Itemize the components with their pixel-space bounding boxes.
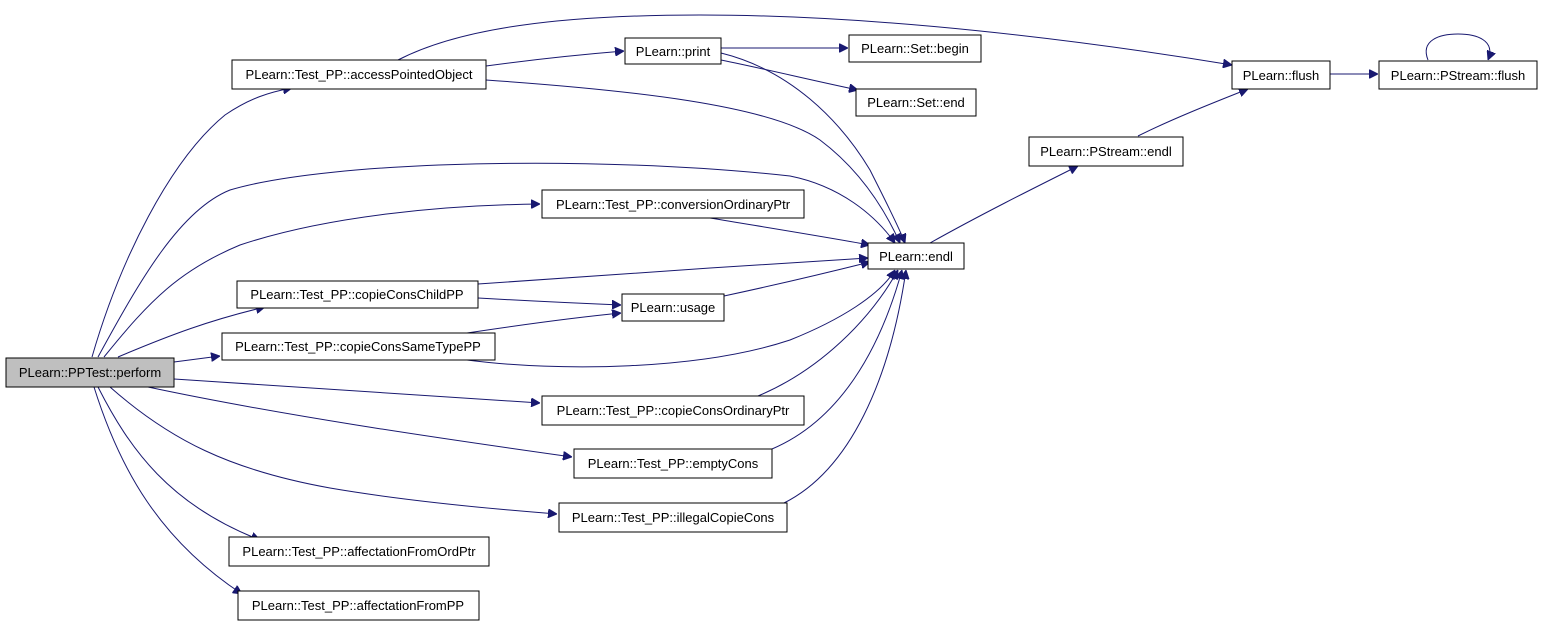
edge-perform-emptyCons [147, 386, 572, 457]
node-label: PLearn::Test_PP::illegalCopieCons [572, 510, 775, 525]
edge-perform-endl [97, 162, 895, 358]
node-affectationFromPP[interactable]: PLearn::Test_PP::affectationFromPP [237, 590, 480, 621]
node-label: PLearn::PStream::endl [1040, 144, 1172, 159]
node-usage[interactable]: PLearn::usage [621, 293, 725, 322]
node-conversionOrdinaryPtr[interactable]: PLearn::Test_PP::conversionOrdinaryPtr [541, 189, 805, 219]
node-perform[interactable]: PLearn::PPTest::perform [5, 357, 175, 388]
edge-copieConsSameTypePP-usage [466, 313, 621, 334]
edge-emptyCons-endl [771, 270, 902, 450]
edge-illegalCopieCons-endl [783, 270, 906, 504]
edge-copieConsChildPP-usage [477, 297, 621, 305]
node-label: PLearn::Test_PP::affectationFromPP [252, 598, 464, 613]
edge-usage-endl [723, 262, 870, 297]
edge-print-setEnd [720, 59, 858, 90]
edge-perform-affectationFromPP [93, 386, 242, 594]
node-label: PLearn::print [636, 44, 711, 59]
node-label: PLearn::flush [1243, 68, 1320, 83]
node-setEnd[interactable]: PLearn::Set::end [855, 88, 977, 117]
edge-perform-conversionOrdinaryPtr [103, 204, 540, 358]
edge-perform-copieConsChildPP [117, 307, 265, 358]
node-label: PLearn::Test_PP::accessPointedObject [246, 67, 473, 82]
edge-perform-illegalCopieCons [109, 386, 557, 514]
edges-layer [91, 14, 1490, 594]
edge-copieConsChildPP-endl [477, 258, 868, 285]
node-illegalCopieCons[interactable]: PLearn::Test_PP::illegalCopieCons [558, 502, 788, 533]
edge-accessPointedObject-flush [397, 14, 1232, 65]
node-label: PLearn::PPTest::perform [19, 365, 161, 380]
edge-accessPointedObject-endl [485, 79, 900, 243]
edge-pstreamEndl-flush [1137, 89, 1248, 137]
node-label: PLearn::usage [631, 300, 716, 315]
node-label: PLearn::Test_PP::copieConsChildPP [250, 287, 463, 302]
node-label: PLearn::Set::begin [861, 41, 969, 56]
node-endl[interactable]: PLearn::endl [867, 242, 965, 270]
edge-perform-accessPointedObject [91, 88, 292, 358]
node-affectationFromOrdPtr[interactable]: PLearn::Test_PP::affectationFromOrdPtr [228, 536, 490, 567]
node-copieConsSameTypePP[interactable]: PLearn::Test_PP::copieConsSameTypePP [221, 332, 496, 361]
edge-copieConsOrdinaryPtr-endl [757, 270, 898, 397]
node-label: PLearn::Test_PP::emptyCons [588, 456, 759, 471]
node-print[interactable]: PLearn::print [624, 37, 722, 65]
nodes-layer: PLearn::PPTest::perform PLearn::Test_PP:… [5, 34, 1538, 621]
edge-accessPointedObject-print [485, 51, 624, 67]
node-emptyCons[interactable]: PLearn::Test_PP::emptyCons [573, 448, 773, 479]
node-label: PLearn::Test_PP::copieConsOrdinaryPtr [557, 403, 790, 418]
edge-print-endl [720, 52, 905, 243]
node-label: PLearn::endl [879, 249, 953, 264]
node-accessPointedObject[interactable]: PLearn::Test_PP::accessPointedObject [231, 59, 487, 90]
edge-copieConsSameTypePP-endl [466, 270, 895, 368]
edge-perform-affectationFromOrdPtr [97, 386, 260, 540]
edge-pstreamFlush-self [1425, 33, 1490, 60]
edge-perform-copieConsSameTypePP [173, 356, 220, 363]
node-flush[interactable]: PLearn::flush [1231, 60, 1331, 90]
node-copieConsChildPP[interactable]: PLearn::Test_PP::copieConsChildPP [236, 280, 479, 309]
node-label: PLearn::Set::end [867, 95, 965, 110]
edge-conversionOrdinaryPtr-endl [709, 217, 870, 245]
node-label: PLearn::Test_PP::conversionOrdinaryPtr [556, 197, 791, 212]
node-pstreamFlush[interactable]: PLearn::PStream::flush [1378, 60, 1538, 90]
node-setBegin[interactable]: PLearn::Set::begin [848, 34, 982, 63]
node-label: PLearn::Test_PP::affectationFromOrdPtr [242, 544, 476, 559]
edge-endl-pstreamEndl [929, 166, 1078, 244]
edge-perform-copieConsOrdinaryPtr [173, 378, 540, 403]
node-label: PLearn::PStream::flush [1391, 68, 1525, 83]
node-copieConsOrdinaryPtr[interactable]: PLearn::Test_PP::copieConsOrdinaryPtr [541, 395, 805, 426]
node-label: PLearn::Test_PP::copieConsSameTypePP [235, 339, 481, 354]
node-pstreamEndl[interactable]: PLearn::PStream::endl [1028, 136, 1184, 167]
